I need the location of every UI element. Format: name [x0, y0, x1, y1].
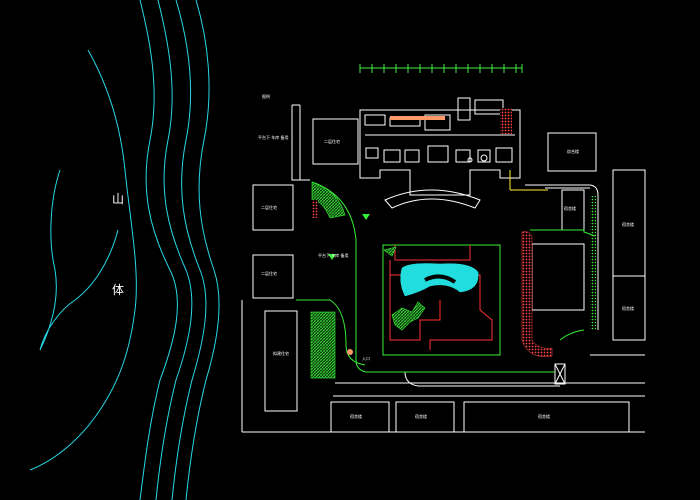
- planting-cluster: [391, 301, 426, 331]
- building-b11: [330, 401, 390, 433]
- orange-strip: [390, 116, 445, 120]
- contour-line: [171, 0, 207, 500]
- building-b3: [252, 254, 294, 299]
- building-b2: [252, 184, 294, 231]
- north-marker: [328, 254, 336, 260]
- building-b10: [612, 275, 646, 341]
- pond: [400, 263, 479, 297]
- contour-line: [39, 169, 119, 351]
- main-building-detail: [364, 97, 515, 195]
- gate-box: [554, 363, 566, 385]
- red-hatch-block: [500, 108, 512, 134]
- contour-line: [29, 49, 137, 471]
- building-b6: [547, 132, 597, 172]
- label-b1: 二层住宅: [324, 138, 340, 144]
- planting-block-west: [310, 311, 336, 379]
- building-b12: [395, 401, 455, 433]
- note-platform-1: 平台下 车库 备用: [258, 134, 289, 140]
- scale-bar: [359, 64, 523, 73]
- central-garden: [383, 245, 493, 350]
- note-legend: 图例: [262, 93, 270, 99]
- building-b1: [312, 118, 359, 165]
- label-b6: 综合楼: [567, 148, 579, 154]
- label-b9: 宿舍楼: [622, 221, 634, 227]
- building-b5: [264, 310, 298, 412]
- mountain-label-top: 山: [112, 192, 124, 206]
- site-boundary: [241, 104, 645, 433]
- label-b12: 宿舍楼: [415, 413, 427, 419]
- note-entrance: 入口: [362, 356, 370, 361]
- label-b13: 宿舍楼: [538, 413, 550, 419]
- contour-line: [185, 0, 220, 500]
- mountain-label-bottom: 体: [112, 283, 124, 297]
- small-marker: [362, 214, 370, 220]
- red-hatch-east: [521, 231, 553, 357]
- mountain-contours: [29, 0, 220, 500]
- garden-path-red: [390, 245, 493, 350]
- contour-line: [139, 0, 178, 500]
- label-b3: 二层住宅: [261, 270, 277, 276]
- building-b8: [531, 243, 585, 311]
- note-platform-2: 平台下 车库 备用: [318, 252, 349, 258]
- label-b5: 拟建住宅: [273, 350, 289, 356]
- west-boundary: [291, 105, 310, 181]
- label-b11: 宿舍楼: [350, 413, 362, 419]
- red-hatch-north: [312, 200, 318, 218]
- label-b7: 宿舍楼: [564, 205, 576, 211]
- contour-line: [155, 0, 193, 500]
- entry-marker: [347, 349, 353, 355]
- label-b10: 宿舍楼: [622, 305, 634, 311]
- top-boundary: [292, 104, 301, 180]
- entrance-canopy: [384, 189, 481, 209]
- building-b13: [463, 401, 630, 433]
- label-b2: 二层住宅: [261, 204, 277, 210]
- buildings: [252, 109, 646, 433]
- planting-strip-east: [590, 196, 596, 330]
- green-roads: [296, 181, 596, 373]
